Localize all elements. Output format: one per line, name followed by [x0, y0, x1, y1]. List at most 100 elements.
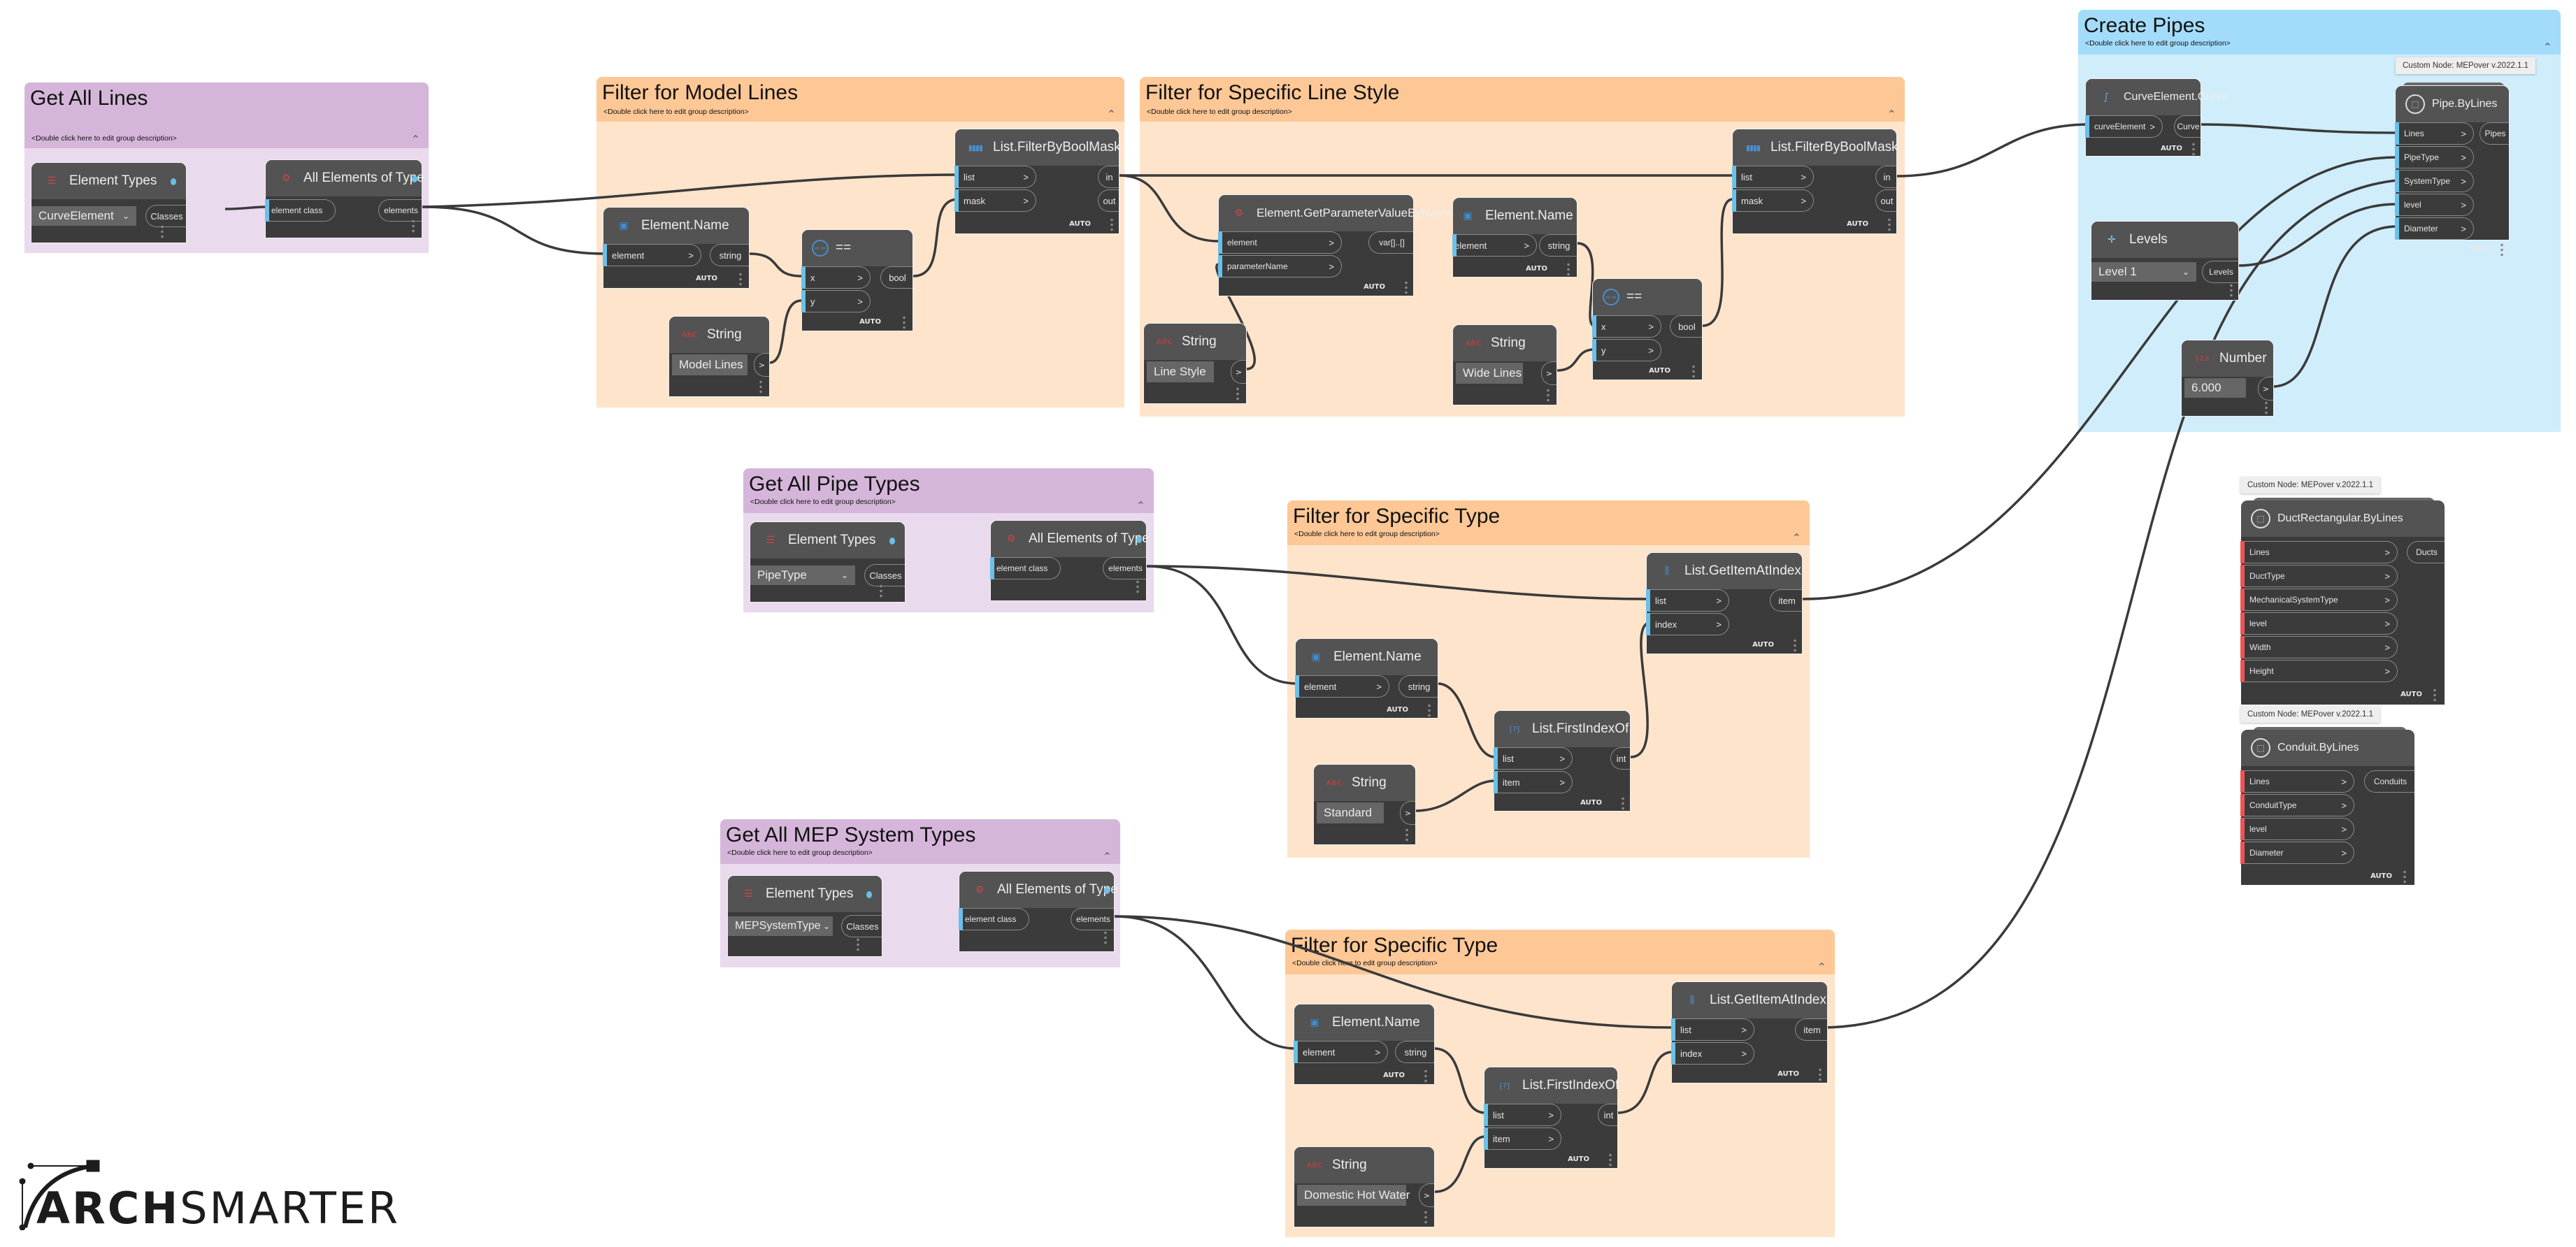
collapse-chevron-icon[interactable]: ⌃: [410, 133, 420, 146]
string-value-input[interactable]: Model Lines: [672, 354, 747, 375]
output-port-elements[interactable]: elements: [1071, 908, 1114, 930]
input-port-item[interactable]: item>: [1494, 771, 1573, 793]
output-port-var[interactable]: var[]..[]: [1368, 231, 1413, 254]
lacing-auto[interactable]: AUTO: [1752, 641, 1774, 649]
output-port[interactable]: >: [1231, 360, 1246, 384]
input-port-conduit-type[interactable]: ConduitType>: [2240, 794, 2354, 816]
input-port-mask[interactable]: mask>: [954, 189, 1036, 212]
input-port-item[interactable]: item>: [1484, 1127, 1561, 1150]
output-port-out[interactable]: out: [1098, 189, 1119, 212]
input-port-y[interactable]: y>: [1592, 339, 1661, 361]
node-element-name[interactable]: ▣Element.Name element> string AUTO: [1295, 638, 1438, 719]
element-type-dropdown[interactable]: MEPSystemType⌄: [728, 916, 833, 936]
node-element-name[interactable]: ▣Element.Name element> string AUTO: [603, 207, 750, 289]
input-port-element[interactable]: element>: [1452, 234, 1537, 257]
lacing-auto[interactable]: AUTO: [1069, 220, 1091, 228]
output-port-classes[interactable]: Classes: [841, 915, 882, 937]
wire-elements-to-get-item-list-2[interactable]: [1114, 915, 1673, 1029]
input-port-system-type[interactable]: SystemType>: [2395, 170, 2474, 192]
input-port-list[interactable]: list>: [1484, 1104, 1561, 1126]
output-port-item[interactable]: item: [1770, 589, 1802, 612]
wire-elements-to-element-name-3[interactable]: [1146, 565, 1298, 685]
collapse-chevron-icon[interactable]: ⌃: [1102, 850, 1112, 863]
node-list-first-index-of[interactable]: [?]List.FirstIndexOf list> item> int AUT…: [1484, 1067, 1619, 1169]
wire-classes-to-element-class-1[interactable]: [224, 206, 266, 210]
node-list-get-item-at-index[interactable]: ⫼List.GetItemAtIndex list> index> item A…: [1671, 981, 1828, 1083]
element-type-dropdown[interactable]: CurveElement⌄: [31, 206, 136, 226]
node-element-types[interactable]: ☰Element Types CurveElement⌄ Classes: [31, 162, 187, 243]
lacing-auto[interactable]: AUTO: [2370, 872, 2392, 880]
group-description[interactable]: <Double click here to edit group descrip…: [31, 134, 177, 143]
wire-standard-to-first-index-item[interactable]: [1415, 779, 1496, 812]
wire-elements-to-element-name-1[interactable]: [422, 206, 606, 255]
output-port-string[interactable]: string: [1395, 1041, 1434, 1063]
output-port-in[interactable]: in: [1875, 166, 1896, 188]
node-get-parameter-value-by-name[interactable]: ⚙Element.GetParameterValueByName element…: [1218, 194, 1453, 296]
wire-int-to-get-item-index-1[interactable]: [1630, 621, 1651, 758]
input-port-diameter[interactable]: Diameter>: [2240, 842, 2354, 864]
element-type-dropdown[interactable]: PipeType⌄: [750, 565, 855, 585]
output-port-int[interactable]: int: [1610, 747, 1630, 770]
lacing-auto[interactable]: AUTO: [2469, 245, 2491, 253]
node-menu-dots[interactable]: [1819, 1067, 1822, 1081]
output-port-classes[interactable]: Classes: [145, 205, 186, 227]
input-port-lines[interactable]: Lines>: [2240, 541, 2398, 563]
wire-int-to-get-item-index-2[interactable]: [1617, 1051, 1673, 1114]
node-menu-dots[interactable]: [1136, 579, 1139, 593]
input-port-lines[interactable]: Lines>: [2395, 122, 2474, 145]
input-port-list[interactable]: list>: [1494, 747, 1573, 770]
input-port-y[interactable]: y>: [801, 290, 871, 312]
output-port-elements[interactable]: elements: [378, 199, 422, 222]
input-port-element[interactable]: element>: [603, 244, 701, 266]
wire-in-to-curve-element[interactable]: [1895, 123, 2090, 178]
input-port-mask[interactable]: mask>: [1732, 189, 1814, 212]
group-header[interactable]: Get All MEP System Types <Double click h…: [720, 819, 1120, 864]
output-port-int[interactable]: int: [1598, 1104, 1617, 1126]
input-port-element[interactable]: element>: [1218, 231, 1342, 254]
node-menu-dots[interactable]: [1428, 703, 1431, 717]
wire-model-lines-to-equals-y[interactable]: [768, 299, 802, 364]
group-header[interactable]: Filter for Specific Type <Double click h…: [1285, 930, 1835, 974]
string-value-input[interactable]: Standard: [1317, 802, 1384, 823]
input-port-level[interactable]: level>: [2240, 818, 2354, 840]
input-port-curve-element[interactable]: curveElement>: [2085, 115, 2163, 138]
wire-elements-to-element-name-4[interactable]: [1114, 915, 1296, 1050]
wire-system-type-item-to-systemtype[interactable]: [1820, 179, 2398, 1029]
lacing-auto[interactable]: AUTO: [696, 275, 717, 282]
input-port-height[interactable]: Height>: [2240, 660, 2398, 682]
lacing-auto[interactable]: AUTO: [1777, 1070, 1799, 1078]
group-header[interactable]: Get All Lines <Double click here to edit…: [24, 82, 429, 148]
collapse-chevron-icon[interactable]: ⌃: [1817, 960, 1826, 974]
input-port-diameter[interactable]: Diameter>: [2395, 217, 2474, 240]
output-port-curve[interactable]: Curve: [2174, 115, 2201, 138]
string-value-input[interactable]: Wide Lines: [1456, 363, 1523, 384]
wire-dhw-to-first-index-item[interactable]: [1434, 1135, 1486, 1193]
node-menu-dots[interactable]: [1692, 364, 1695, 378]
wire-line-style-to-param-name[interactable]: [1215, 263, 1256, 370]
node-levels[interactable]: ✛Levels Level 1⌄ Levels: [2091, 221, 2239, 301]
node-menu-dots[interactable]: [1888, 217, 1891, 231]
lacing-auto[interactable]: AUTO: [1580, 799, 1602, 807]
node-element-name[interactable]: ▣Element.Name element> string AUTO: [1452, 197, 1577, 277]
output-port-in[interactable]: in: [1098, 166, 1119, 188]
input-port-element[interactable]: element>: [1295, 675, 1389, 698]
group-header[interactable]: Filter for Specific Type <Double click h…: [1287, 500, 1810, 545]
output-port-conduits[interactable]: Conduits: [2364, 770, 2414, 793]
node-menu-dots[interactable]: [1104, 930, 1107, 944]
group-description[interactable]: <Double click here to edit group descrip…: [2085, 39, 2231, 48]
lacing-auto[interactable]: AUTO: [1649, 367, 1670, 375]
wire-bool-to-mask-1[interactable]: [913, 198, 959, 277]
input-port-element[interactable]: element>: [1294, 1041, 1388, 1063]
input-port-list[interactable]: list>: [954, 166, 1036, 188]
node-menu-dots[interactable]: [1405, 280, 1408, 294]
node-equals[interactable]: ==== x> y> bool AUTO: [801, 229, 913, 331]
input-port-index[interactable]: index>: [1671, 1042, 1754, 1065]
input-port-mechanical-system-type[interactable]: MechanicalSystemType>: [2240, 589, 2398, 611]
lacing-auto[interactable]: AUTO: [2161, 145, 2182, 152]
node-menu-dots[interactable]: [1609, 1153, 1612, 1167]
node-menu-dots[interactable]: [2230, 283, 2233, 297]
input-port-index[interactable]: index>: [1646, 613, 1729, 635]
